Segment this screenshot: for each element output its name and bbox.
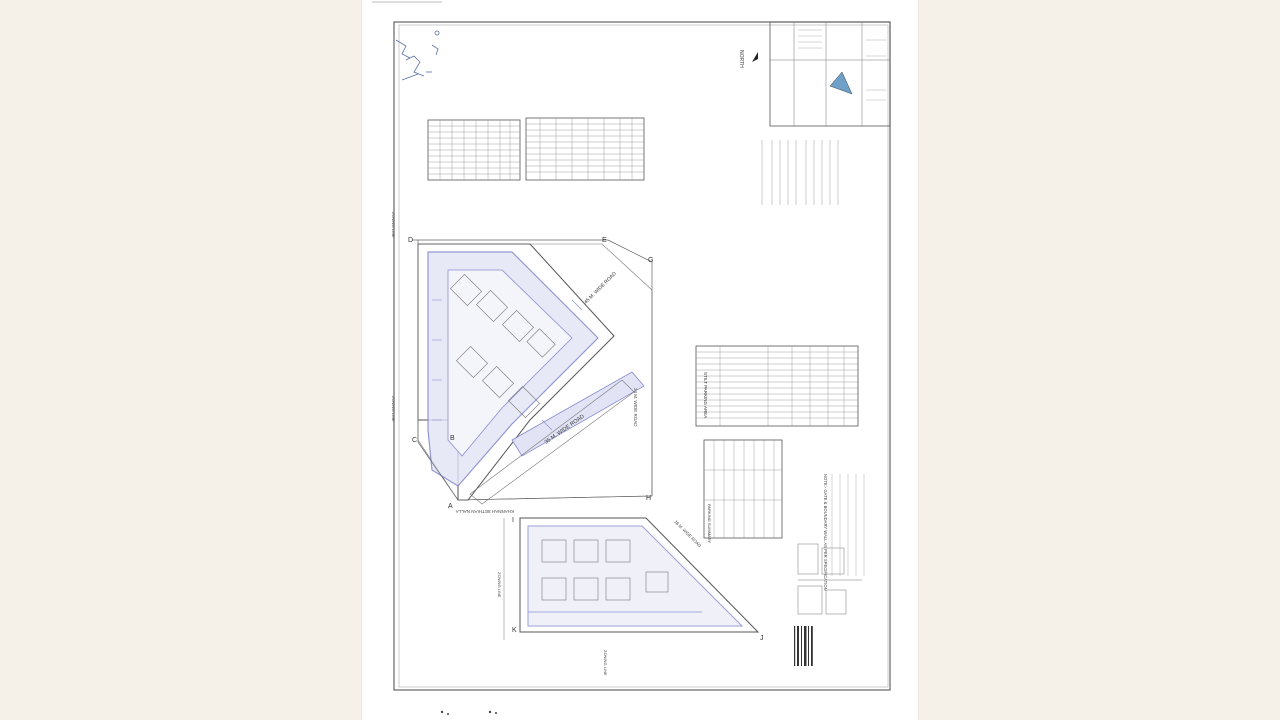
svg-text:I: I <box>512 517 514 524</box>
title-block <box>769 21 891 127</box>
zoning-line-label-4: ZONING LINE <box>603 650 608 676</box>
svg-text:J: J <box>760 635 764 642</box>
zoning-line-label-2: ZONING LINE <box>391 396 396 422</box>
notes-block: NOTE:- GATE & BOUNDARY WALL AS PER SPECI… <box>823 474 865 591</box>
svg-text:K: K <box>512 627 517 634</box>
schedule-table-right <box>525 117 645 181</box>
drawing-border <box>393 21 891 691</box>
site-plan-drawing: NORTH <box>372 1 891 715</box>
svg-text:NORTH: NORTH <box>738 50 744 68</box>
stilt-parking-table: STILT PARKING AREA <box>695 345 859 427</box>
zoning-line-label-1: ZONING LINE <box>391 212 396 238</box>
svg-text:A: A <box>448 503 453 510</box>
svg-text:G: G <box>648 257 653 264</box>
svg-text:C: C <box>412 437 417 444</box>
parking-summary-table: PARKING SUMMARY <box>703 439 783 544</box>
gate-detail-sketches <box>797 543 862 615</box>
north-arrow-icon: NORTH <box>738 50 758 68</box>
barcode-stamp <box>794 626 813 666</box>
svg-text:E: E <box>602 237 607 244</box>
road-label-lower: KHANNAH SETHIAN NALLA <box>456 509 514 514</box>
svg-text:NOTE:- GATE & BOUNDARY WALL AS: NOTE:- GATE & BOUNDARY WALL AS PER SPECI… <box>823 474 828 591</box>
document-page: NORTH <box>362 0 918 720</box>
road-label-lower-diagonal: 18 M. WIDE ROAD <box>673 519 702 548</box>
svg-text:STILT PARKING AREA: STILT PARKING AREA <box>703 372 708 418</box>
svg-text:PARKING SUMMARY: PARKING SUMMARY <box>707 504 712 544</box>
site-plan-upper <box>412 239 653 505</box>
site-plan-lower <box>503 517 760 640</box>
bottom-marks <box>440 710 497 715</box>
svg-text:B: B <box>450 435 455 442</box>
legend-list <box>761 140 839 205</box>
company-logo-icon <box>829 71 853 95</box>
road-label-diagonal: 45 M. WIDE ROAD <box>583 271 618 306</box>
road-label-vertical: 24 M. WIDE ROAD <box>633 388 638 427</box>
zoning-line-label-3: ZONING LINE <box>497 572 502 598</box>
top-left-marks <box>395 30 440 81</box>
svg-text:D: D <box>408 237 413 244</box>
survey-points: D E G C B A H I J K <box>408 237 764 642</box>
svg-text:H: H <box>646 495 651 502</box>
schedule-table-left <box>427 119 521 181</box>
